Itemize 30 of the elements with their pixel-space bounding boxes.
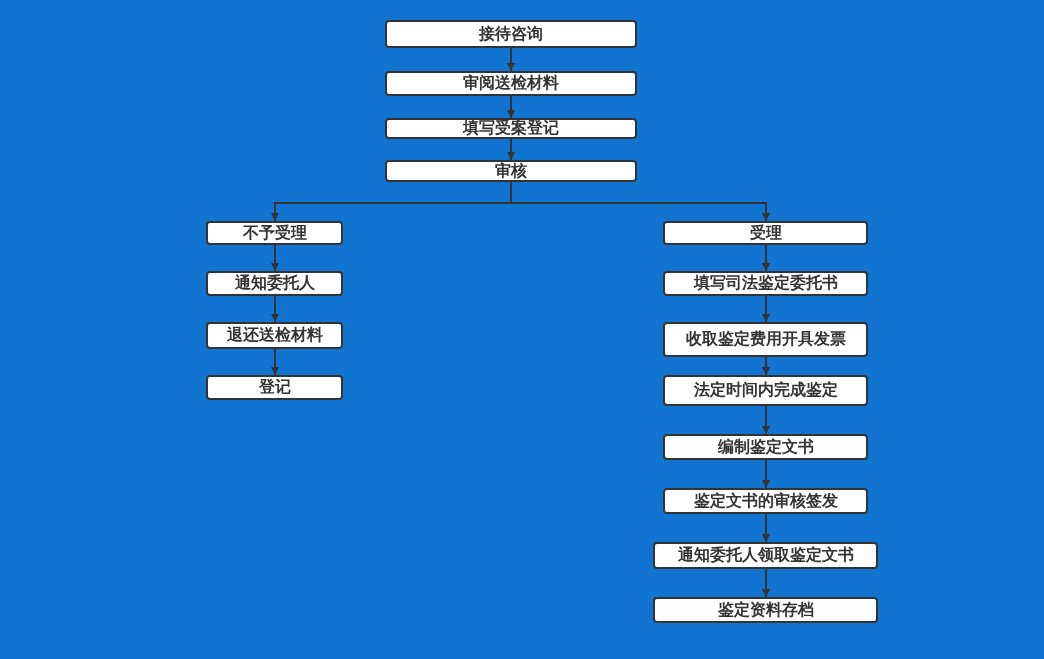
arrow xyxy=(510,181,770,222)
arrow xyxy=(762,295,770,323)
arrow xyxy=(507,95,515,119)
arrow xyxy=(762,459,770,489)
process-box: 法定时间内完成鉴定 xyxy=(663,375,868,406)
process-box: 填写受案登记 xyxy=(385,118,637,139)
process-box: 鉴定文书的审核签发 xyxy=(663,488,868,514)
arrow xyxy=(271,295,279,323)
arrow xyxy=(762,513,770,543)
process-box: 登记 xyxy=(206,375,343,400)
process-box: 不予受理 xyxy=(206,221,343,245)
arrow xyxy=(507,138,515,161)
process-box: 退还送检材料 xyxy=(206,322,343,349)
arrow xyxy=(762,405,770,435)
process-box: 填写司法鉴定委托书 xyxy=(663,271,868,296)
process-box: 收取鉴定费用开具发票 xyxy=(663,322,868,357)
arrow xyxy=(762,356,770,376)
process-box: 受理 xyxy=(663,221,868,245)
arrow xyxy=(762,244,770,272)
arrow xyxy=(271,348,279,376)
process-box: 接待咨询 xyxy=(385,20,637,48)
process-box: 审阅送检材料 xyxy=(385,71,637,96)
process-box: 审核 xyxy=(385,160,637,182)
arrow xyxy=(762,568,770,598)
process-box: 编制鉴定文书 xyxy=(663,434,868,460)
process-box: 通知委托人领取鉴定文书 xyxy=(653,542,878,569)
arrow xyxy=(507,47,515,72)
process-box: 通知委托人 xyxy=(206,271,343,296)
process-box: 鉴定资料存档 xyxy=(653,597,878,623)
arrow xyxy=(271,244,279,272)
